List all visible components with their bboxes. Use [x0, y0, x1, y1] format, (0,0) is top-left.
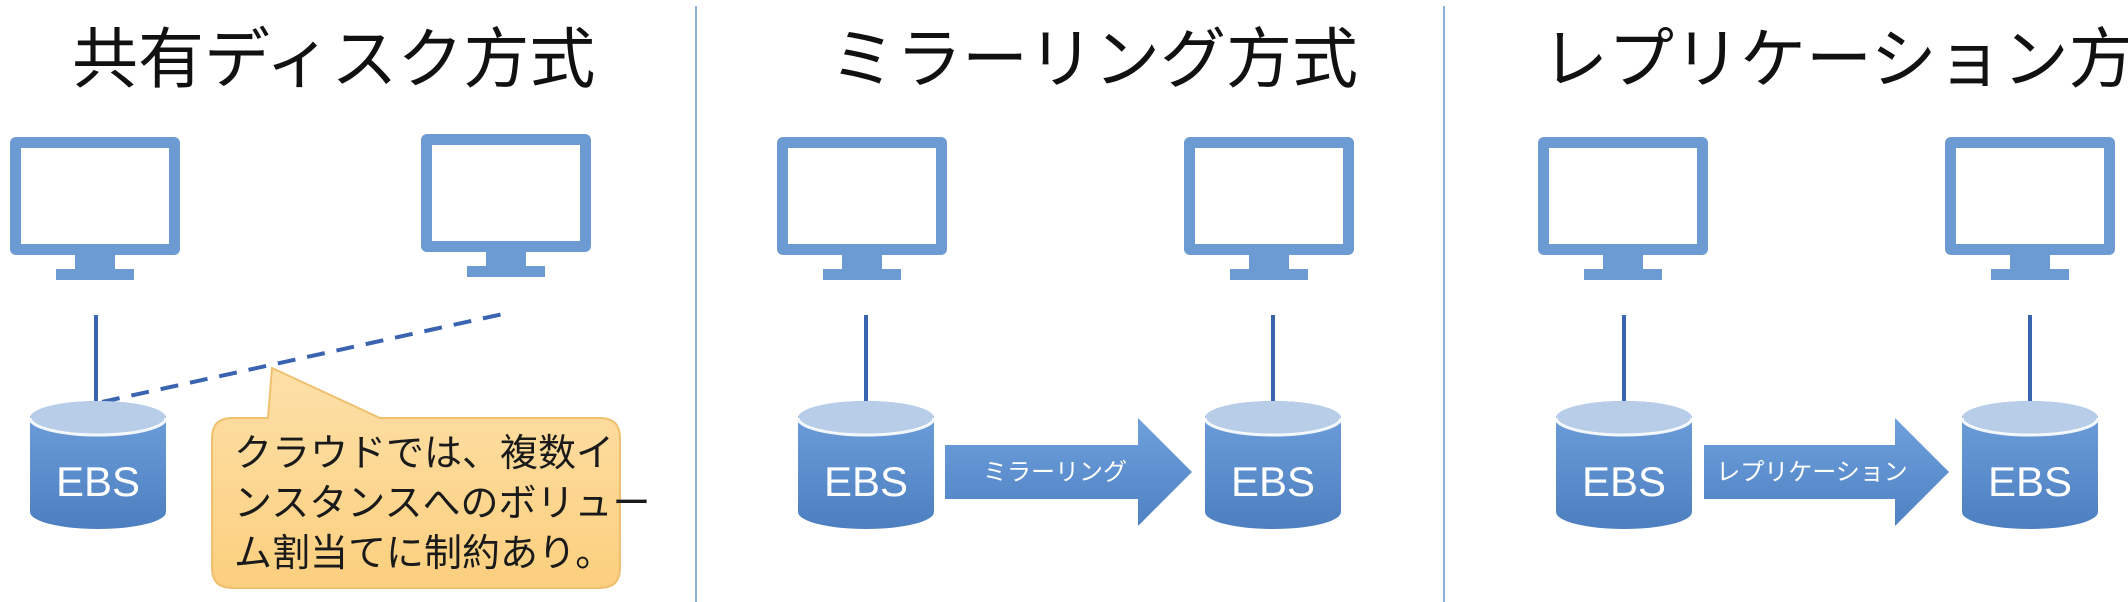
server-2-monitor-icon: [1945, 137, 2115, 280]
callout-line-1: クラウドでは、複数イ: [234, 431, 614, 475]
replication-arrow: [1704, 418, 1949, 526]
panel-2-title: ミラーリング方式: [830, 21, 1358, 98]
ebs-label-right: EBS: [1988, 458, 2072, 505]
panel-1: EBS クラウドでは、複数イ ンスタンスへのボリュー ム割当てに制約あり。: [10, 134, 650, 589]
panel-divider-1: [695, 6, 697, 602]
server-2-monitor-icon: [1184, 137, 1354, 280]
panel-1-title: 共有ディスク方式: [72, 21, 596, 98]
callout-bubble: [211, 366, 621, 589]
mirroring-arrow: [945, 418, 1192, 526]
dashed-connector-line: [101, 310, 513, 404]
panel-2: EBS EBS ミラーリング: [777, 137, 1354, 531]
replication-arrow-label: レプリケーション: [1716, 458, 1908, 486]
ebs-label: EBS: [56, 458, 140, 505]
ebs-label-left: EBS: [824, 458, 908, 505]
panel-3: EBS EBS レプリケーション: [1538, 137, 2115, 531]
panel-3-title: レプリケーション方式: [1542, 21, 2128, 98]
ebs-label-right: EBS: [1231, 458, 1315, 505]
server-2-monitor-icon: [421, 134, 591, 277]
callout-line-3: ム割当てに制約あり。: [234, 531, 613, 575]
callout-line-2: ンスタンスへのボリュー: [234, 481, 650, 525]
server-1-monitor-icon: [777, 137, 947, 280]
server-1-monitor-icon: [10, 137, 180, 280]
mirroring-arrow-label: ミラーリング: [983, 458, 1127, 486]
ebs-label-left: EBS: [1582, 458, 1666, 505]
panel-divider-2: [1443, 6, 1445, 602]
server-1-monitor-icon: [1538, 137, 1708, 280]
